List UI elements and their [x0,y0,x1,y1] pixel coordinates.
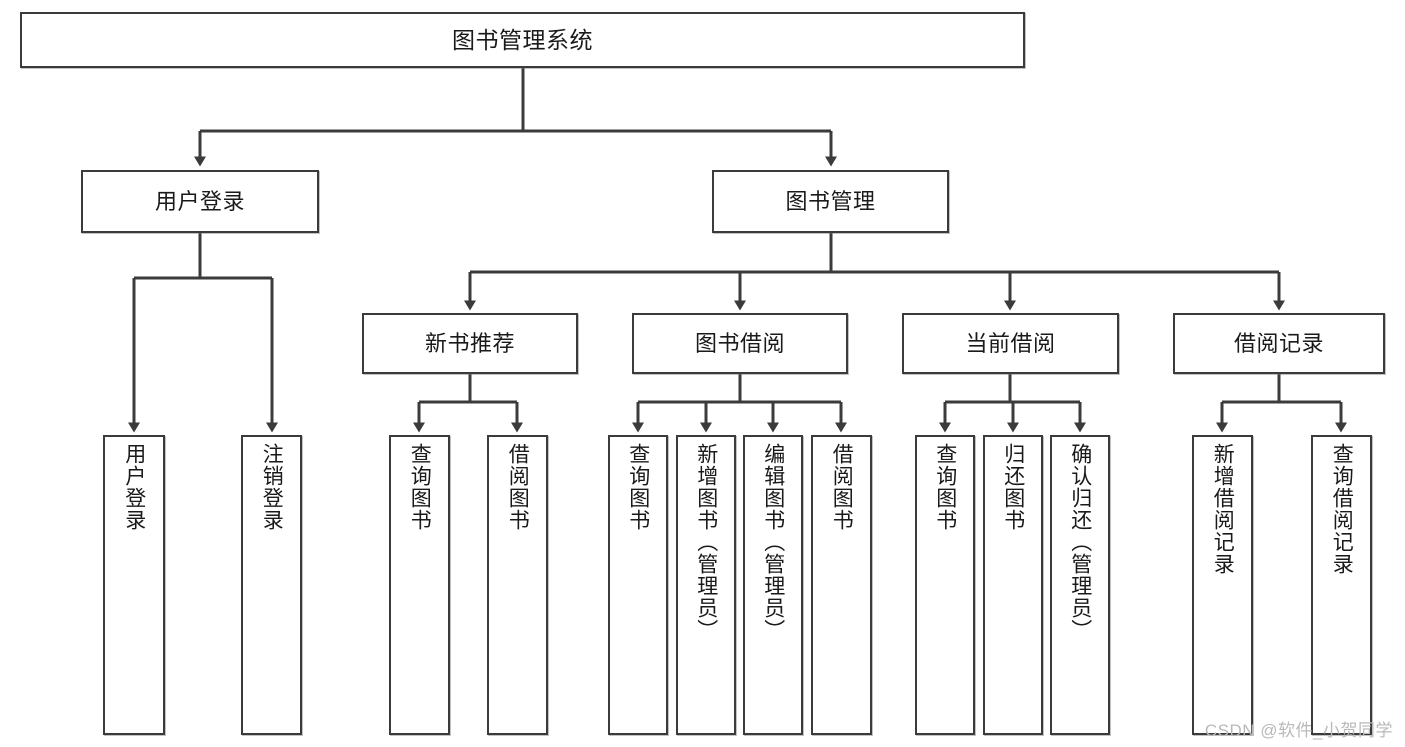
node-leaf-add-record-label: 新增借阅记录 [1211,443,1235,575]
node-root[interactable]: 图书管理系统 [20,12,1025,68]
node-leaf-query-book-1-label: 查询图书 [408,443,432,531]
node-book-borrow[interactable]: 图书借阅 [632,313,848,374]
node-leaf-query-book-3-label: 查询图书 [933,443,957,531]
node-current-borrow-label: 当前借阅 [965,330,1056,356]
node-leaf-query-record-label: 查询借阅记录 [1330,443,1354,575]
node-leaf-borrow-book-1[interactable]: 借阅图书 [487,435,548,735]
node-leaf-user-login[interactable]: 用户登录 [103,435,165,735]
node-new-book-recommend[interactable]: 新书推荐 [362,313,578,374]
node-leaf-borrow-book-2-label: 借阅图书 [830,443,854,531]
node-leaf-add-book[interactable]: 新增图书（管理员） [676,435,736,735]
node-book-borrow-label: 图书借阅 [694,330,785,356]
node-root-label: 图书管理系统 [452,26,593,53]
node-leaf-return-book-label: 归还图书 [1001,443,1025,531]
node-leaf-query-book-2[interactable]: 查询图书 [608,435,668,735]
node-leaf-user-login-label: 用户登录 [122,443,146,531]
node-current-borrow[interactable]: 当前借阅 [902,313,1119,374]
node-leaf-edit-book-label: 编辑图书（管理员） [761,443,785,641]
watermark: CSDN @软件_小贺同学 [1204,721,1393,740]
node-leaf-query-book-2-label: 查询图书 [626,443,650,531]
node-leaf-query-book-3[interactable]: 查询图书 [915,435,975,735]
node-leaf-add-record[interactable]: 新增借阅记录 [1192,435,1253,735]
node-user-login[interactable]: 用户登录 [81,170,319,233]
node-new-book-recommend-label: 新书推荐 [424,330,515,356]
node-leaf-borrow-book-1-label: 借阅图书 [506,443,530,531]
node-borrow-records[interactable]: 借阅记录 [1173,313,1385,374]
node-borrow-records-label: 借阅记录 [1233,330,1324,356]
node-leaf-edit-book[interactable]: 编辑图书（管理员） [743,435,803,735]
node-user-login-label: 用户登录 [154,188,245,214]
node-leaf-query-record[interactable]: 查询借阅记录 [1311,435,1372,735]
node-leaf-logout-label: 注销登录 [260,443,284,531]
node-book-manage-label: 图书管理 [785,188,876,214]
node-book-manage[interactable]: 图书管理 [712,170,949,233]
node-leaf-borrow-book-2[interactable]: 借阅图书 [811,435,872,735]
node-leaf-confirm-return[interactable]: 确认归还（管理员） [1050,435,1110,735]
node-leaf-confirm-return-label: 确认归还（管理员） [1068,443,1092,641]
node-leaf-query-book-1[interactable]: 查询图书 [389,435,450,735]
node-leaf-add-book-label: 新增图书（管理员） [694,443,718,641]
node-leaf-logout[interactable]: 注销登录 [241,435,302,735]
node-leaf-return-book[interactable]: 归还图书 [983,435,1043,735]
